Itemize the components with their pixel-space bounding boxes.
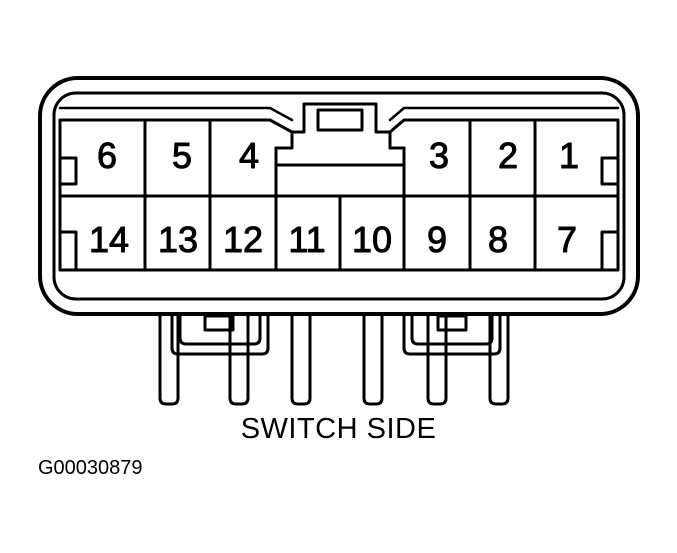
- lead: [488, 312, 510, 406]
- bridge-right-inner: [410, 312, 494, 346]
- pin-label-13: 13: [158, 219, 198, 260]
- chamfer-right: [388, 106, 620, 122]
- bridge-left-inner: [178, 312, 262, 346]
- chamfer-left: [58, 106, 294, 122]
- figure-id: G00030879: [38, 457, 143, 479]
- pin-label-2: 2: [498, 135, 518, 176]
- side-key-left-bottom: [58, 230, 78, 272]
- side-key-right-bottom: [600, 230, 620, 272]
- terminal-leads: [158, 312, 510, 406]
- bridge-right-tab: [436, 314, 468, 332]
- connector-housing-outer: [38, 76, 640, 316]
- connector-housing-inner: [52, 91, 626, 301]
- pin-label-14: 14: [89, 219, 129, 260]
- pin-label-8: 8: [488, 219, 508, 260]
- lead: [158, 312, 180, 406]
- side-key-left-top: [58, 156, 78, 186]
- side-key-right-top: [600, 156, 620, 186]
- view-caption: SWITCH SIDE: [240, 413, 437, 445]
- pin-label-9: 9: [427, 219, 447, 260]
- pin-label-6: 6: [97, 135, 117, 176]
- lead: [290, 312, 312, 406]
- lead: [362, 312, 384, 406]
- bridge-left-tab: [203, 314, 235, 332]
- locking-tab-window: [316, 108, 364, 132]
- pin-label-1: 1: [559, 135, 579, 176]
- lead: [228, 312, 250, 406]
- pin-label-11: 11: [288, 219, 325, 260]
- bridge-left: [170, 312, 270, 356]
- bridge-right: [402, 312, 502, 356]
- pin-label-10: 10: [352, 219, 392, 260]
- pin-label-4: 4: [239, 135, 259, 176]
- pin-label-5: 5: [172, 135, 192, 176]
- lead: [426, 312, 448, 406]
- pin-label-3: 3: [429, 135, 449, 176]
- pin-label-7: 7: [557, 219, 577, 260]
- pin-label-12: 12: [223, 219, 263, 260]
- locking-tab: [290, 102, 392, 134]
